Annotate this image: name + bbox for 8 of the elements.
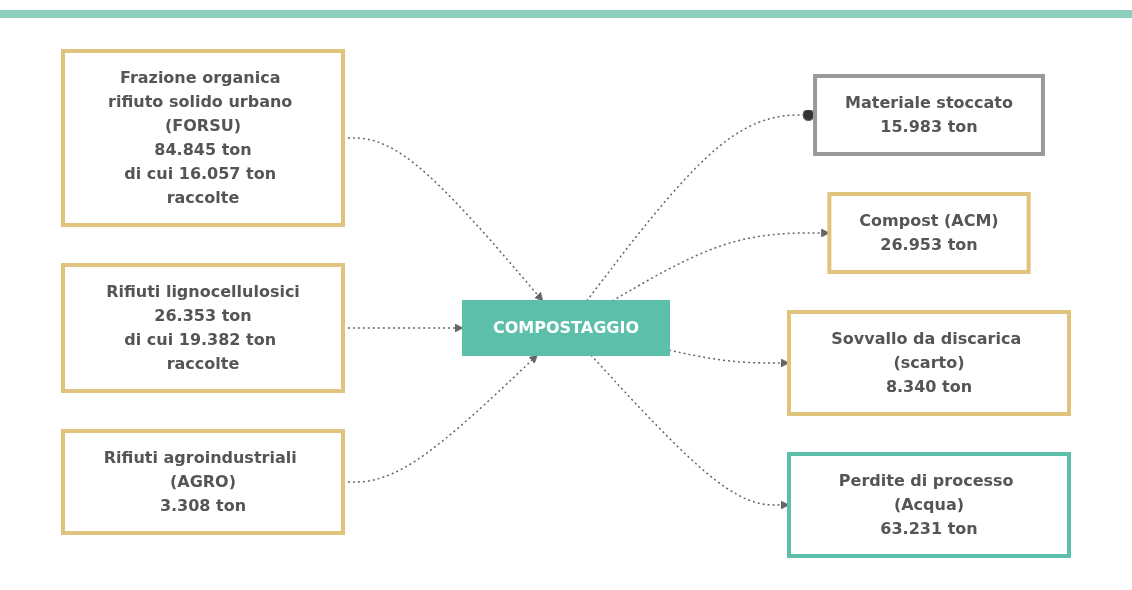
node-box: COMPOSTAGGIO <box>462 299 670 356</box>
node-box: Compost (ACM) 26.953 ton <box>827 191 1031 274</box>
node-box: Perdite di processo (Acqua) 63.231 ton <box>787 451 1071 558</box>
node-box: Materiale stoccato 15.983 ton <box>813 73 1045 156</box>
node-box: Frazione organica rifiuto solido urbano (FORSU) 84.845 ton di cui 16.057 ton raccolte <box>61 48 345 227</box>
node-box: Rifiuti agroindustriali (AGRO) 3.308 ton <box>61 428 345 535</box>
node-box: Sovvallo da discarica (scarto) 8.340 ton <box>787 309 1071 416</box>
node-box: Rifiuti lignocellulosici 26.353 ton di cui 19.382 ton raccolte <box>61 262 345 393</box>
